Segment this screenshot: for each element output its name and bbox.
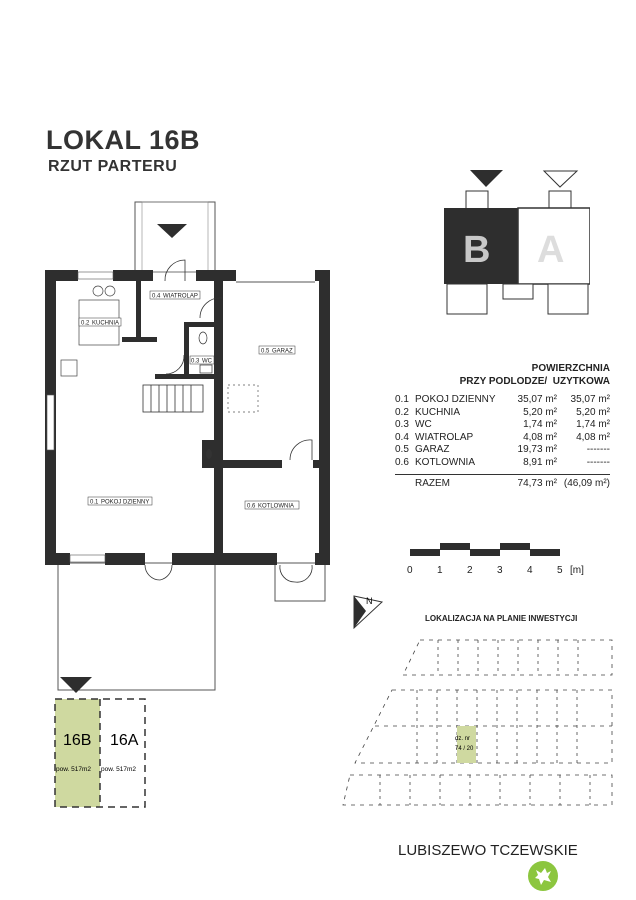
page-title: LOKAL 16B (46, 125, 201, 155)
cell-usable: 35,07 m² (570, 394, 610, 405)
site-layout-map: dz. nr 74 / 20 (342, 639, 613, 806)
table-header-1: POWIERZCHNIA (531, 363, 610, 374)
svg-text:KOTLOWNIA: KOTLOWNIA (258, 504, 294, 510)
cell-floor: 8,91 m² (523, 456, 557, 468)
table-header-2: PRZY PODLODZE/ UZYTKOWA (459, 376, 610, 387)
svg-text:WIATROLAP: WIATROLAP (163, 294, 198, 300)
cell-name: KUCHNIA (415, 406, 461, 418)
entrance-arrow-icon (157, 224, 187, 238)
svg-text:A: A (537, 229, 564, 271)
svg-text:WC: WC (202, 359, 213, 365)
cell-name: GARAZ (415, 444, 450, 455)
cell-no: 0.2 (395, 406, 409, 418)
cell-no: 0.4 (395, 431, 409, 443)
svg-text:0.1: 0.1 (90, 500, 99, 506)
cell-no: 0.5 (395, 444, 409, 455)
svg-text:0.2: 0.2 (81, 321, 90, 327)
table-row: 0.4 WIATROLAP 4,08 m² 4,08 m² (395, 432, 610, 445)
table-row: 0.5 GARAZ 19,73 m² ------- (395, 444, 610, 457)
cell-usable: ------- (586, 444, 610, 455)
cell-name: POKOJ DZIENNY (415, 394, 496, 405)
cell-floor: 35,07 m² (517, 394, 557, 405)
cell-usable: ------- (586, 456, 610, 468)
svg-text:pow. 517m2: pow. 517m2 (101, 766, 136, 773)
brand-name: LUBISZEWO TCZEWSKIE (398, 842, 578, 859)
cell-no: 0.3 (395, 419, 409, 430)
cell-name: WIATROLAP (415, 431, 474, 443)
cell-name: WC (415, 419, 432, 430)
svg-text:pow. 517m2: pow. 517m2 (56, 766, 91, 773)
svg-text:16B: 16B (63, 732, 91, 749)
svg-text:B: B (463, 229, 490, 271)
cell-usable: 5,20 m² (576, 406, 610, 418)
cell-usable: 4,08 m² (576, 431, 610, 443)
table-row: 0.6 KOTLOWNIA 8,91 m² ------- (395, 457, 610, 470)
cell-name: KOTLOWNIA (415, 456, 476, 468)
selected-unit-arrow-icon (470, 170, 503, 187)
brand-logo-icon (528, 861, 558, 891)
svg-text:0.3: 0.3 (191, 359, 200, 365)
location-title: LOKALIZACJA NA PLANIE INWESTYCJI (425, 614, 578, 623)
svg-text:0.5: 0.5 (261, 349, 270, 355)
plot-selector: 16B 16A pow. 517m2 pow. 517m2 (54, 677, 146, 808)
scale-bar: 0 1 2 3 4 5 [m] (400, 540, 600, 580)
unit-arrow-icon (542, 170, 579, 188)
plot-74-20[interactable] (457, 726, 476, 763)
cell-floor: 1,74 m² (523, 419, 557, 430)
svg-text:KUCHNIA: KUCHNIA (92, 321, 119, 327)
cell-no: 0.1 (395, 394, 409, 405)
svg-text:0.4: 0.4 (152, 294, 161, 300)
svg-text:74 / 20: 74 / 20 (455, 746, 474, 752)
svg-text:GARAZ: GARAZ (272, 349, 293, 355)
page-subtitle: RZUT PARTERU (48, 158, 178, 175)
cell-floor: 19,73 m² (517, 444, 557, 455)
table-row: 0.1 POKOJ DZIENNY 35,07 m² 35,07 m² (395, 394, 610, 407)
table-row: 0.2 KUCHNIA 5,20 m² 5,20 m² (395, 407, 610, 420)
table-row: 0.3 WC 1,74 m² 1,74 m² (395, 419, 610, 432)
svg-text:dz. nr: dz. nr (455, 736, 470, 742)
plot-16b[interactable] (55, 699, 100, 807)
north-compass-icon: N (353, 595, 384, 630)
table-total-row: RAZEM 74,73 m² (46,09 m²) (395, 474, 610, 491)
selected-arrow-icon (60, 677, 92, 693)
svg-text:16A: 16A (110, 732, 139, 749)
svg-text:N: N (366, 596, 373, 606)
area-table: POWIERZCHNIA PRZY PODLODZE/ UZYTKOWA 0.1… (395, 362, 610, 491)
svg-text:0.6: 0.6 (247, 504, 256, 510)
key-plan: B A (444, 170, 590, 315)
cell-usable: 1,74 m² (576, 419, 610, 430)
cell-floor: 5,20 m² (523, 406, 557, 418)
cell-floor: 4,08 m² (523, 431, 557, 443)
svg-text:POKOJ DZIENNY: POKOJ DZIENNY (101, 500, 149, 506)
cell-no: 0.6 (395, 456, 409, 468)
